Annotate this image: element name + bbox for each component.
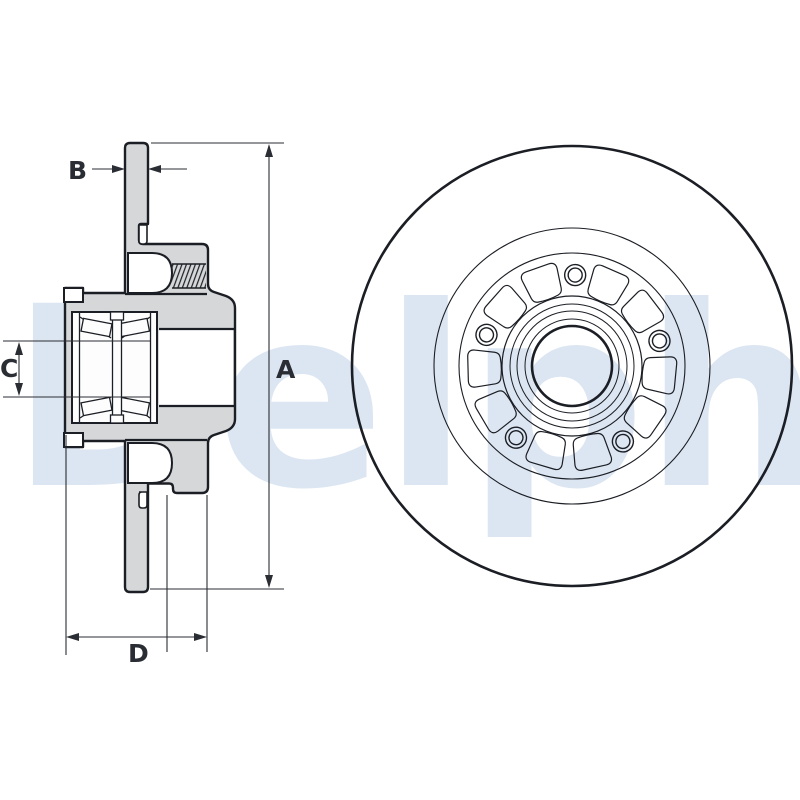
band-slot-bottom [138, 491, 148, 509]
dim-label-d: D [128, 639, 149, 668]
flange-tab-bottom [63, 432, 84, 448]
friction-band-inner-circle [433, 227, 711, 505]
thread-section [172, 263, 206, 289]
bore-ring-1 [524, 318, 620, 414]
hat-pocket-bottom [127, 442, 174, 484]
roller-top-left [80, 317, 113, 338]
hub-bore [159, 327, 234, 408]
hat-pocket-top [127, 252, 174, 294]
bearing-spacer [111, 311, 123, 424]
disc-outer-edge-circle [350, 144, 794, 588]
hub-face-circle [458, 252, 686, 480]
hub-boss-circle [501, 295, 643, 437]
center-bore-circle [530, 324, 614, 408]
dim-label-a: A [276, 355, 296, 384]
wheel-bearing [71, 311, 158, 424]
bore-ring-3 [509, 303, 635, 429]
band-slot-top [138, 224, 148, 245]
spoke-windows [467, 262, 678, 471]
roller-bottom-left [80, 396, 113, 417]
dimensions: A B C D [0, 142, 296, 668]
bearing-spacer-cap-bottom [109, 414, 125, 424]
bore-ring-2 [516, 310, 628, 422]
bolt-holes [475, 263, 671, 453]
section-view [63, 141, 237, 594]
bearing-spacer-cap-top [109, 311, 125, 321]
dim-label-b: B [68, 156, 87, 185]
flange-tab-top [63, 287, 84, 303]
front-view [350, 144, 794, 588]
dim-label-c: C [0, 354, 18, 383]
